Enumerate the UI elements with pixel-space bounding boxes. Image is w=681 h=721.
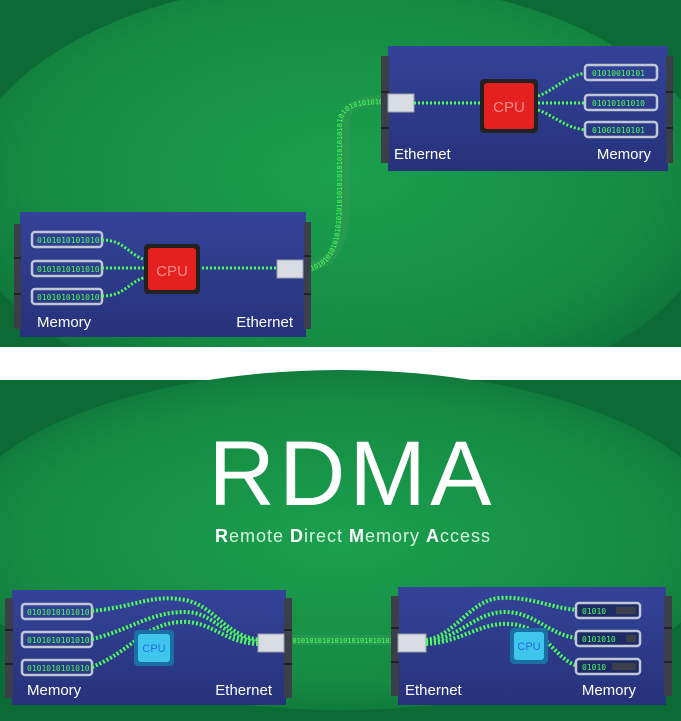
rdma-title: RDMA: [209, 423, 496, 525]
memory-bits: 0101010: [582, 635, 616, 644]
memory-label: Memory: [37, 314, 92, 331]
memory-module: 0101010101010: [20, 630, 94, 649]
ethernet-to-memory-stream: [425, 609, 579, 644]
memory-module: 01010: [574, 601, 642, 620]
memory-bits: 01001010101: [592, 126, 645, 135]
memory-module: 0101010101010: [20, 658, 94, 677]
memory-label: Memory: [597, 146, 652, 163]
rdma-subtitle: Remote Direct Memory Access: [215, 526, 491, 546]
memory-module: 0101010101010: [20, 602, 94, 621]
memory-label: Memory: [582, 682, 637, 699]
server-side-rail-left: [5, 598, 13, 698]
server-side-rail-right: [664, 596, 672, 696]
ethernet-port: [397, 633, 427, 653]
ethernet-port: [387, 93, 415, 113]
memory-to-cpu-stream: [101, 238, 147, 262]
memory-module: 01010: [574, 657, 642, 676]
memory-bits: 0101010101010: [37, 293, 100, 302]
memory-module: 0101010: [574, 629, 642, 648]
top-network-cable: [300, 95, 395, 273]
ethernet-to-memory-stream: [425, 595, 579, 642]
cpu-to-memory-stream: [537, 71, 587, 98]
subtitle-initial: A: [426, 526, 440, 546]
top-server-right: CPU 01010010101 01010101010 01001010101 …: [381, 46, 673, 171]
ethernet-label: Ethernet: [394, 146, 452, 163]
cpu-chip: CPU: [480, 79, 538, 133]
ethernet-port: [276, 259, 304, 279]
subtitle-rest: irect: [304, 526, 343, 546]
memory-to-ethernet-stream: [91, 609, 261, 644]
server-side-rail-right: [284, 598, 292, 698]
cpu-chip: CPU: [510, 628, 548, 664]
cpu-label: CPU: [142, 643, 165, 655]
top-panel: 0101010101010101010101010101010101010101…: [0, 0, 681, 410]
memory-to-ethernet-stream: [91, 596, 261, 642]
cpu-label: CPU: [156, 263, 188, 280]
subtitle-initial: D: [290, 526, 304, 546]
cpu-chip: CPU: [134, 630, 174, 666]
memory-to-cpu-stream: [101, 275, 147, 298]
server-side-rail-right: [304, 222, 311, 329]
memory-bits: 01010: [582, 607, 606, 616]
memory-module: 01001010101: [583, 120, 659, 139]
subtitle-initial: R: [215, 526, 229, 546]
subtitle-rest: emory: [365, 526, 420, 546]
ethernet-port: [257, 633, 285, 653]
memory-bits: 0101010101010: [27, 636, 90, 645]
subtitle-rest: ccess: [440, 526, 491, 546]
ethernet-label: Ethernet: [215, 682, 273, 699]
cpu-label: CPU: [517, 641, 540, 653]
memory-module: 01010010101: [583, 63, 659, 82]
memory-bits: 0101010101010: [37, 236, 100, 245]
cpu-label: CPU: [493, 99, 525, 116]
cpu-chip: CPU: [144, 244, 200, 294]
bottom-server-right: CPU 01010 0101010 01010 Ethernet Memory: [391, 587, 672, 705]
memory-bits: 0101010101010: [27, 608, 90, 617]
server-side-rail-left: [14, 224, 21, 329]
server-side-rail-right: [666, 56, 673, 163]
memory-label: Memory: [27, 682, 82, 699]
memory-bits: 01010010101: [592, 69, 645, 78]
subtitle-initial: M: [349, 526, 365, 546]
ethernet-label: Ethernet: [405, 682, 463, 699]
ethernet-label: Ethernet: [236, 314, 294, 331]
memory-bits: 01010101010: [592, 99, 645, 108]
subtitle-rest: emote: [229, 526, 284, 546]
memory-bits: 0101010101010: [27, 664, 90, 673]
bottom-server-left: 0101010101010 0101010101010 010101010101…: [5, 590, 292, 705]
memory-module: 01010101010: [583, 93, 659, 112]
cpu-to-memory-stream: [537, 108, 587, 132]
ethernet-to-memory-stream: [425, 621, 579, 668]
memory-bits: 0101010101010: [37, 265, 100, 274]
server-side-rail-left: [381, 56, 389, 163]
top-server-left: 0101010101010 0101010101010 010101010101…: [14, 212, 311, 337]
server-side-rail-left: [391, 596, 399, 696]
memory-bits: 01010: [582, 663, 606, 672]
